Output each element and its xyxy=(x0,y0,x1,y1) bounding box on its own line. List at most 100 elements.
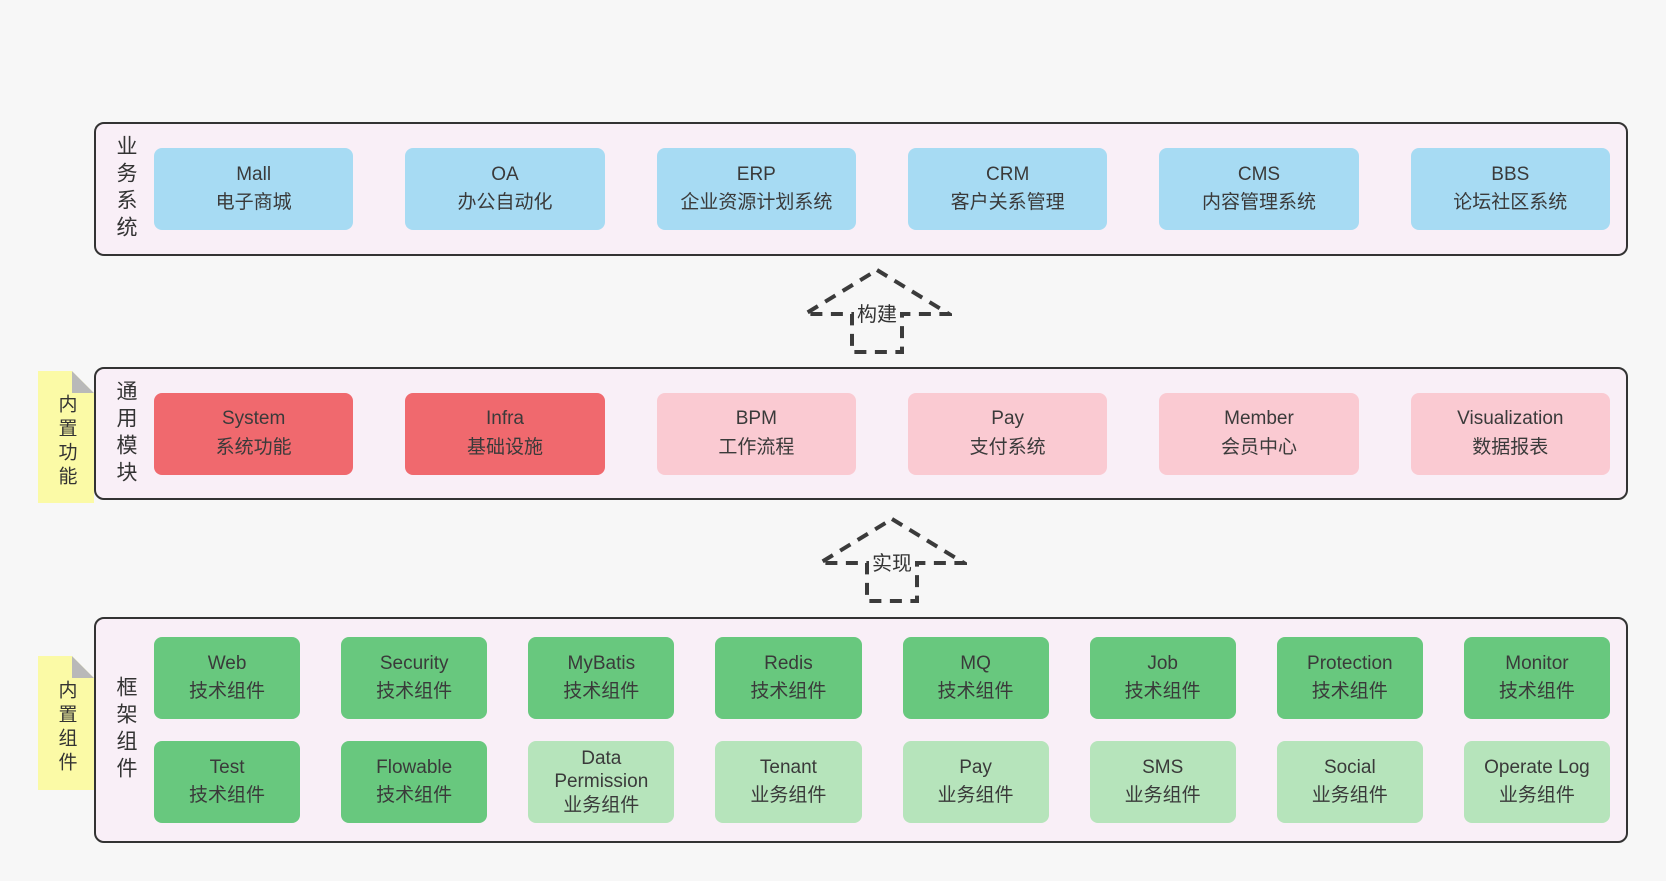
module-title: Job xyxy=(1147,652,1178,674)
module-title: BBS xyxy=(1491,163,1530,185)
dashed-up-arrow-icon xyxy=(817,516,967,603)
module-title: SMS xyxy=(1142,756,1184,778)
module-subtitle: 技术组件 xyxy=(189,785,266,806)
module-box-flowable: Flowable 技术组件 xyxy=(341,741,488,823)
module-title: Web xyxy=(207,652,247,674)
module-title: Tenant xyxy=(759,756,817,778)
module-box-job: Job 技术组件 xyxy=(1089,637,1236,719)
module-subtitle: 技术组件 xyxy=(376,785,453,806)
module-subtitle: 会员中心 xyxy=(1220,436,1297,458)
module-title: Member xyxy=(1224,408,1294,429)
module-subtitle: 技术组件 xyxy=(563,681,640,702)
band-label: 通用模块 xyxy=(114,379,137,488)
module-title: Protection xyxy=(1307,652,1393,674)
module-box-cms: CMS 内容管理系统 xyxy=(1159,148,1359,230)
module-box-infra: Infra 基础设施 xyxy=(405,392,605,475)
module-subtitle: 业务组件 xyxy=(1124,785,1201,806)
module-box-pay: Pay 业务组件 xyxy=(902,741,1049,823)
module-subtitle: 系统功能 xyxy=(215,436,292,458)
module-box-monitor: Monitor 技术组件 xyxy=(1463,637,1610,719)
module-title: Infra xyxy=(485,408,524,429)
module-title: Redis xyxy=(764,652,813,674)
sticky-fold-icon xyxy=(72,371,94,393)
sticky-fold-icon xyxy=(72,656,94,678)
module-subtitle: 技术组件 xyxy=(750,681,827,702)
module-subtitle: 论坛社区系统 xyxy=(1453,192,1568,213)
module-box-protection: Protection 技术组件 xyxy=(1276,637,1423,719)
module-title: System xyxy=(221,408,286,429)
module-subtitle: 技术组件 xyxy=(376,681,453,702)
module-box-operate-log: Operate Log 业务组件 xyxy=(1463,741,1610,823)
module-box-sms: SMS 业务组件 xyxy=(1089,741,1236,823)
module-subtitle: 技术组件 xyxy=(1498,681,1575,702)
module-title: Data Permission xyxy=(554,748,649,793)
band-label: 业务系统 xyxy=(114,135,137,243)
module-subtitle: 客户关系管理 xyxy=(950,192,1065,213)
module-subtitle: 工作流程 xyxy=(718,436,795,458)
band-label: 框架组件 xyxy=(114,676,137,784)
build-arrow: 构建 xyxy=(802,267,952,355)
module-title: MyBatis xyxy=(567,652,636,674)
module-subtitle: 电子商城 xyxy=(215,192,292,213)
module-subtitle: 业务组件 xyxy=(937,785,1014,806)
sticky-note-builtin-features: 内置功能 xyxy=(38,371,94,503)
module-subtitle: 业务组件 xyxy=(563,794,640,816)
arrow-label: 构建 xyxy=(854,298,900,328)
module-subtitle: 业务组件 xyxy=(1498,785,1575,806)
module-title: Pay xyxy=(959,756,992,778)
module-subtitle: 技术组件 xyxy=(1124,681,1201,702)
module-box-mall: Mall 电子商城 xyxy=(154,148,354,230)
module-subtitle: 业务组件 xyxy=(750,785,827,806)
sticky-note-builtin-components: 内置组件 xyxy=(38,656,94,790)
module-box-member: Member 会员中心 xyxy=(1159,392,1359,475)
module-box-test: Test 技术组件 xyxy=(154,741,301,823)
module-box-web: Web 技术组件 xyxy=(154,637,301,719)
implement-arrow: 实现 xyxy=(817,516,967,604)
module-title: Test xyxy=(209,756,245,778)
module-box-tenant: Tenant 业务组件 xyxy=(715,741,862,823)
module-subtitle: 数据报表 xyxy=(1472,436,1549,458)
module-box-redis: Redis 技术组件 xyxy=(715,637,862,719)
module-box-mybatis: MyBatis 技术组件 xyxy=(528,637,675,719)
module-subtitle: 内容管理系统 xyxy=(1201,192,1316,213)
module-subtitle: 技术组件 xyxy=(189,681,266,702)
module-title: Social xyxy=(1323,756,1376,778)
module-box-bbs: BBS 论坛社区系统 xyxy=(1410,148,1610,230)
module-box-system: System 系统功能 xyxy=(154,392,354,475)
module-box-mq: MQ 技术组件 xyxy=(902,637,1049,719)
module-title: CMS xyxy=(1237,163,1281,185)
module-title: CRM xyxy=(986,163,1030,185)
module-title: Monitor xyxy=(1505,652,1569,674)
module-box-oa: OA 办公自动化 xyxy=(405,148,605,230)
module-title: Mall xyxy=(236,163,272,185)
module-title: OA xyxy=(491,163,519,185)
module-title: Operate Log xyxy=(1484,756,1590,778)
module-title: Flowable xyxy=(376,756,453,778)
module-title: Visualization xyxy=(1457,408,1564,429)
sticky-label: 内置功能 xyxy=(55,394,77,490)
module-subtitle: 办公自动化 xyxy=(457,192,553,213)
module-subtitle: 技术组件 xyxy=(937,681,1014,702)
module-subtitle: 技术组件 xyxy=(1311,681,1388,702)
module-title: ERP xyxy=(736,163,776,185)
module-box-visualization: Visualization 数据报表 xyxy=(1410,392,1610,475)
module-subtitle: 基础设施 xyxy=(466,436,543,458)
module-title: MQ xyxy=(960,652,991,674)
dashed-up-arrow-icon xyxy=(802,267,952,354)
module-subtitle: 支付系统 xyxy=(969,436,1046,458)
